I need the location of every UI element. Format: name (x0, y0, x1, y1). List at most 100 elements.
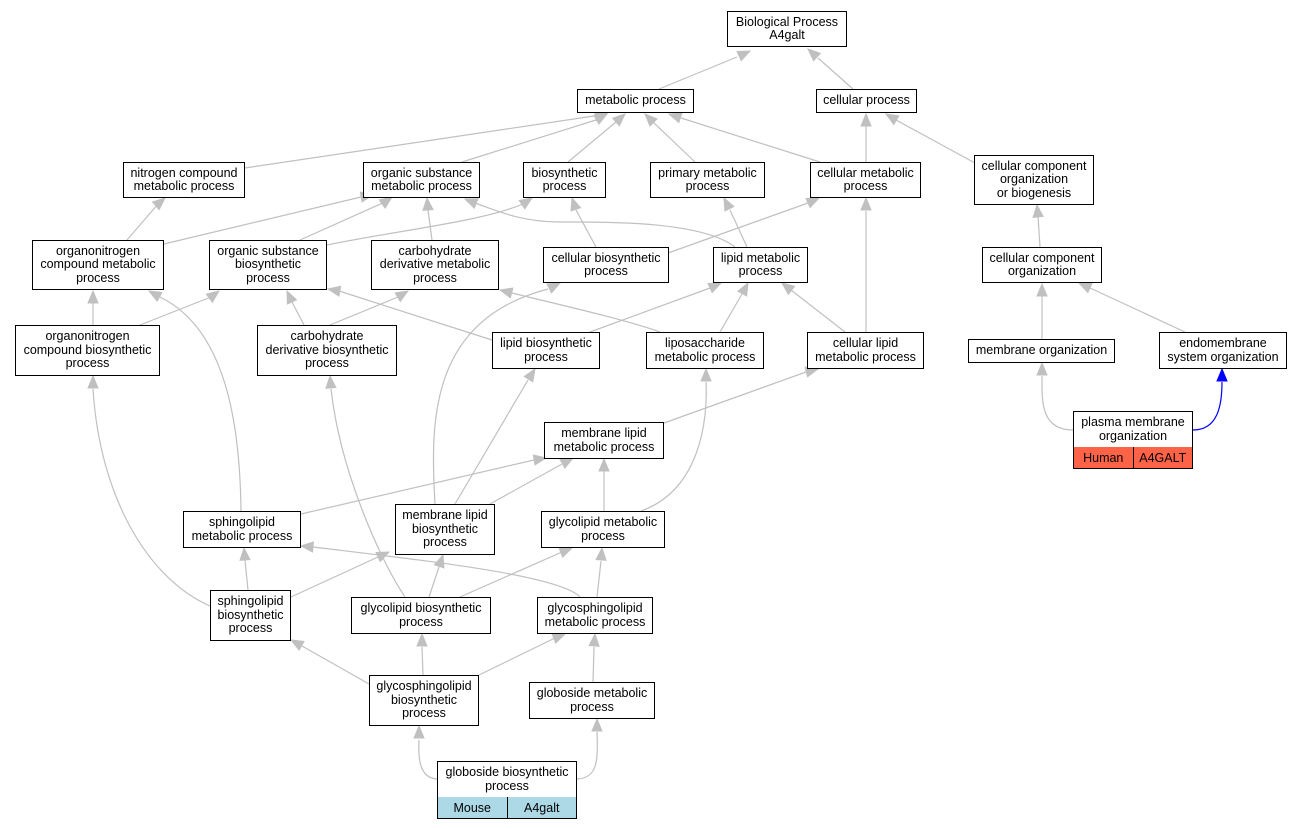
node-biosynthetic-process[interactable]: biosynthetic process (523, 162, 606, 198)
node-cellular-metabolic-process[interactable]: cellular metabolic process (810, 162, 921, 198)
edge-sphingobio-from-glycosphingobio (301, 645, 370, 685)
node-lipid-metabolic-process[interactable]: lipid metabolic process (713, 247, 808, 283)
node-carbohydrate-derivative-metabolic-process[interactable]: carbohydrate derivative metabolic proces… (371, 240, 499, 290)
arrowhead-root-from-cellular (807, 48, 822, 62)
node-metabolic-process[interactable]: metabolic process (577, 89, 694, 113)
edge-carbderivbio-from-glycolipidbio (330, 388, 406, 598)
edge-lipidbio-from-memblipidbio (454, 379, 529, 505)
arrowhead-globosidemetab-from-globosidebio (591, 717, 603, 732)
edge-carbderiv-from-liposacch (511, 292, 661, 333)
node-membrane-lipid-metabolic-process[interactable]: membrane lipid metabolic process (544, 422, 664, 459)
arrowhead-carbderiv-from-carbderivbio (394, 290, 410, 303)
arrowhead-memorg-from-plasma (1036, 361, 1048, 376)
node-globoside-metabolic-process[interactable]: globoside metabolic process (529, 682, 655, 719)
node-cellular-component-organization[interactable]: cellular component organization (982, 247, 1102, 283)
arrowhead-cellmetab-from-cellbio (805, 197, 821, 209)
arrowhead-sphingobio-from-glycosphingobio (289, 639, 305, 652)
node-glycolipid-metabolic-process[interactable]: glycolipid metabolic process (541, 511, 665, 548)
node-cellular-process[interactable]: cellular process (816, 89, 917, 113)
arrowhead-glycolipidmetab-from-glycosphingometab (595, 546, 607, 561)
gene-tag-a4galt-human: A4GALT (1132, 447, 1192, 468)
arrowhead-lipidbio-from-memblipidbio (523, 367, 536, 383)
edge-carbderiv-from-carbderivbio (329, 296, 399, 326)
globoside-biosynthetic-process-tags: Mouse A4galt (437, 797, 577, 819)
node-sphingolipid-metabolic-process[interactable]: sphingolipid metabolic process (183, 511, 301, 548)
arrowhead-orgsubbio-from-organonitrobio (205, 290, 221, 304)
node-globoside-biosynthetic-process[interactable]: globoside biosynthetic process (437, 761, 577, 798)
arrowhead-biosynthetic-from-cellbio (570, 196, 582, 212)
edge-endomembrane-from-plasma (1192, 381, 1223, 431)
edge-sphingometab-from-glycosphingometab (312, 546, 581, 598)
node-sphingolipid-biosynthetic-process[interactable]: sphingolipid biosynthetic process (210, 590, 291, 641)
node-organonitrogen-compound-biosynthetic-process[interactable]: organonitrogen compound biosynthetic pro… (15, 325, 160, 376)
edge-metabolic-from-nitrogen (244, 115, 595, 169)
node-organic-substance-biosynthetic-process[interactable]: organic substance biosynthetic process (209, 240, 327, 290)
arrowhead-endomembrane-from-plasma (1216, 367, 1228, 382)
edge-metabolic-from-biosynthetic (567, 121, 617, 163)
node-plasma-membrane-organization[interactable]: plasma membrane organization (1073, 411, 1193, 448)
node-glycosphingolipid-biosynthetic-process[interactable]: glycosphingolipid biosynthetic process (369, 675, 479, 726)
arrowhead-memblipidmetab-from-sphingometab (532, 454, 548, 466)
node-glycolipid-biosynthetic-process[interactable]: glycolipid biosynthetic process (351, 597, 491, 634)
edge-glycolipidmetab-from-glycolipidbio (459, 551, 563, 598)
arrowhead-organonitro-from-sphingometab (147, 290, 163, 303)
node-organonitrogen-compound-metabolic-process[interactable]: organonitrogen compound metabolic proces… (32, 240, 164, 290)
edge-metabolic-from-organic (461, 119, 597, 163)
edge-memblipidmetab-from-sphingometab (300, 459, 535, 515)
arrowhead-carbderiv-from-liposacch (498, 287, 514, 299)
edge-metabolic-from-cellmetab (680, 117, 821, 163)
node-cellular-biosynthetic-process[interactable]: cellular biosynthetic process (543, 247, 669, 283)
node-organic-substance-metabolic-process[interactable]: organic substance metabolic process (363, 162, 480, 198)
node-nitrogen-compound-metabolic-process[interactable]: nitrogen compound metabolic process (123, 162, 245, 198)
node-glycosphingolipid-metabolic-process[interactable]: glycosphingolipid metabolic process (537, 597, 653, 634)
arrowhead-glycosphingometab-from-glycosphingobio (551, 633, 567, 644)
arrowhead-carbderivbio-from-glycolipidbio (325, 374, 337, 389)
arrowhead-lipidmetab-from-lipidbio (707, 282, 723, 294)
edge-memorg-from-plasma (1041, 375, 1074, 431)
arrowhead-organonitro-from-organonitrobio (87, 289, 99, 304)
node-lipid-biosynthetic-process[interactable]: lipid biosynthetic process (492, 332, 600, 369)
arrowhead-organic-from-lipidmetab (463, 198, 479, 209)
edge-organic-from-carbderiv (427, 209, 433, 241)
arrowhead-organonitrobio-from-sphingobio (87, 374, 99, 389)
edge-sphingometab-from-sphingobio (244, 559, 249, 591)
plasma-membrane-organization-tags: Human A4GALT (1073, 447, 1193, 469)
edge-biosynthetic-from-orgsubbio (326, 203, 524, 246)
edge-ccorg-from-ccorg2 (1037, 215, 1041, 248)
arrowhead-memblipidbio-from-sphingobio (375, 551, 391, 563)
arrowhead-cellmetab-from-celllipid (860, 196, 872, 211)
edge-metabolic-from-primary (652, 121, 696, 163)
node-primary-metabolic-process[interactable]: primary metabolic process (650, 162, 765, 198)
edge-glycolipidmetab-from-glycosphingometab (596, 560, 602, 598)
edge-cellbio-from-memblipidbio (432, 288, 549, 505)
arrowhead-lipidmetab-from-liposacch (736, 281, 749, 297)
edge-globosidemetab-from-globosidebio (576, 731, 598, 780)
node-biological-process-root[interactable]: Biological Process A4galt (727, 11, 847, 47)
node-carbohydrate-derivative-biosynthetic-process[interactable]: carbohydrate derivative biosynthetic pro… (257, 325, 397, 376)
arrowhead-metabolic-from-primary (644, 113, 658, 127)
edge-nitrogen-from-organonitro (126, 203, 159, 241)
arrowhead-lipidmetab-from-celllipid (780, 282, 796, 296)
edge-orgsubbio-from-organonitrobio (139, 296, 212, 326)
node-membrane-organization[interactable]: membrane organization (968, 339, 1115, 363)
node-cellular-component-organization-or-biogenesis[interactable]: cellular component organization or bioge… (974, 155, 1094, 205)
edge-lipidmetab-from-liposacch (719, 293, 743, 333)
node-membrane-lipid-biosynthetic-process[interactable]: membrane lipid biosynthetic process (395, 504, 495, 555)
node-endomembrane-system-organization[interactable]: endomembrane system organization (1159, 332, 1287, 369)
arrowhead-sphingometab-from-sphingobio (239, 546, 251, 561)
edge-orgsubbio-from-lipidbio (338, 290, 493, 341)
node-liposaccharide-metabolic-process[interactable]: liposaccharide metabolic process (646, 332, 764, 369)
arrowhead-ccorg-from-ccorg2 (1032, 203, 1044, 218)
arrowhead-memblipidbio-from-glycolipidbio (433, 553, 445, 569)
arrowhead-nitrogen-from-organonitro (151, 197, 166, 211)
arrowhead-glycosphingometab-from-globosidemetab (588, 632, 600, 647)
arrowhead-ccorg2-from-endomembrane (1077, 282, 1093, 294)
arrowhead-orgsubbio-from-lipidbio (326, 285, 342, 297)
arrowhead-ccorg2-from-memorg (1036, 282, 1048, 297)
arrowhead-orgsubbio-from-carbderivbio (286, 289, 298, 305)
edge-ccorg2-from-endomembrane (1089, 287, 1186, 333)
edge-memblipidbio-from-glycolipidbio (428, 566, 440, 598)
node-cellular-lipid-metabolic-process[interactable]: cellular lipid metabolic process (807, 332, 924, 369)
edge-organic-from-orgsubbio (299, 201, 386, 241)
edge-glycolipidbio-from-glycosphingobio (421, 646, 424, 676)
